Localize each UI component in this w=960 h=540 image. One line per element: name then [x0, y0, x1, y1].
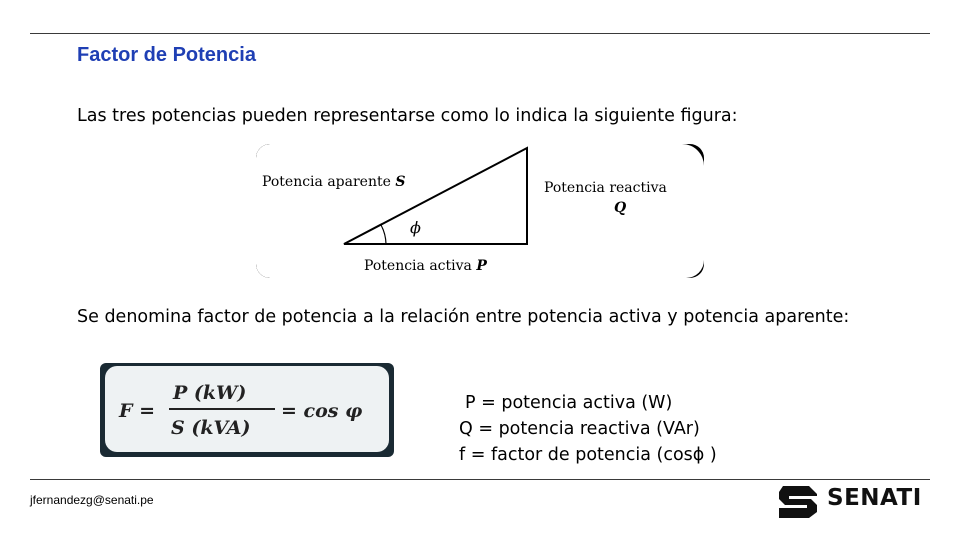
author-email: jfernandezg@senati.pe: [30, 493, 154, 507]
power-triangle-diagram: [343, 146, 528, 245]
formula-denominator: S (kVA): [171, 417, 251, 439]
legend-q: Q = potencia reactiva (VAr): [459, 419, 700, 439]
power-factor-formula: F = P (kW) S (kVA) = cos φ: [100, 363, 394, 457]
power-triangle: [343, 146, 528, 245]
formula-panel: F = P (kW) S (kVA) = cos φ: [105, 366, 389, 452]
formula-lhs: F =: [118, 400, 155, 422]
power-triangle-figure: Potencia aparente S Potencia reactiva Q …: [256, 144, 704, 278]
legend-f: f = factor de potencia (cosɸ ): [459, 445, 717, 465]
angle-symbol: ϕ: [410, 218, 421, 237]
variable-legend: P = potencia activa (W) Q = potencia rea…: [459, 390, 717, 468]
top-divider: [30, 33, 930, 34]
senati-brand-text: SENATI: [827, 485, 922, 511]
senati-logo: SENATI: [775, 482, 935, 520]
apparent-power-label: Potencia aparente S: [262, 174, 406, 190]
senati-emblem-icon: [779, 486, 817, 518]
legend-p: P = potencia activa (W): [465, 393, 673, 413]
formula-rhs: = cos φ: [281, 400, 362, 422]
definition-text: Se denomina factor de potencia a la rela…: [77, 307, 850, 327]
angle-arc: [380, 224, 387, 245]
intro-text: Las tres potencias pueden representarse …: [77, 106, 738, 126]
figure-panel: Potencia aparente S Potencia reactiva Q …: [256, 144, 704, 278]
bottom-divider: [30, 479, 930, 480]
formula-graphic: F = P (kW) S (kVA) = cos φ: [118, 382, 362, 439]
formula-numerator: P (kW): [172, 382, 246, 404]
active-power-label: Potencia activa P: [364, 258, 487, 274]
slide-title: Factor de Potencia: [77, 44, 256, 66]
reactive-power-symbol: Q: [614, 200, 627, 216]
reactive-power-label: Potencia reactiva: [544, 180, 667, 196]
